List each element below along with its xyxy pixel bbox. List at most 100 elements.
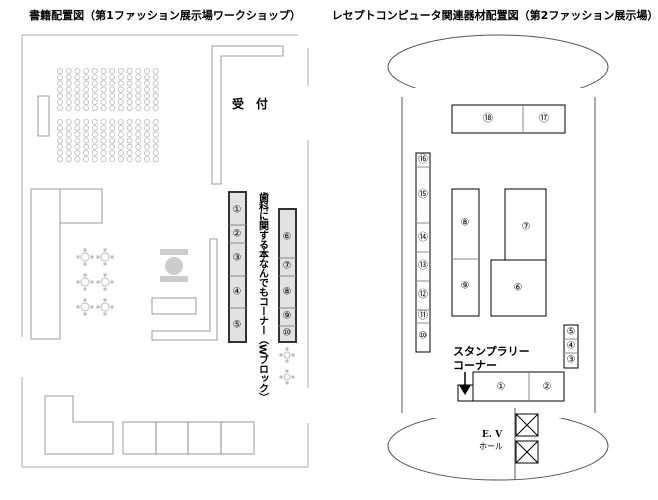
seat — [126, 80, 133, 87]
seat — [74, 119, 81, 126]
bottom-l-counter — [44, 395, 114, 455]
seat — [117, 149, 124, 156]
seat — [152, 74, 159, 81]
seat — [109, 125, 116, 132]
chair — [83, 262, 87, 266]
seat — [143, 149, 150, 156]
seat — [65, 125, 72, 132]
left-booth-10: ⑩ — [283, 328, 292, 339]
seat — [74, 137, 81, 144]
right-booths — [415, 104, 579, 402]
chair — [76, 305, 80, 309]
seat — [117, 74, 124, 81]
seat — [126, 125, 133, 132]
hall-walls — [401, 97, 596, 413]
seat — [100, 74, 107, 81]
seat — [135, 74, 142, 81]
audience-seats — [57, 68, 159, 163]
seat — [65, 86, 72, 93]
seat — [135, 86, 142, 93]
seat — [83, 143, 90, 150]
chair — [103, 248, 107, 252]
seat — [74, 92, 81, 99]
seat — [83, 131, 90, 138]
seat — [65, 131, 72, 138]
seat — [126, 143, 133, 150]
round-tables — [76, 248, 114, 316]
table — [80, 277, 90, 287]
seat — [91, 74, 98, 81]
chair — [96, 280, 100, 284]
seat — [143, 74, 150, 81]
table — [80, 252, 90, 262]
seat — [65, 149, 72, 156]
seat — [65, 74, 72, 81]
chair — [83, 248, 87, 252]
left-booth-9: ⑨ — [283, 311, 292, 322]
left-booth-4: ④ — [233, 287, 242, 298]
seat — [57, 105, 64, 112]
seat — [143, 80, 150, 87]
seat — [83, 105, 90, 112]
seat — [152, 131, 159, 138]
seat — [65, 119, 72, 126]
seat — [126, 105, 133, 112]
chair — [83, 298, 87, 302]
chair — [83, 287, 87, 291]
seat — [126, 156, 133, 163]
counter-top — [59, 188, 103, 224]
seat — [91, 99, 98, 106]
chair — [103, 273, 107, 277]
right-booth-4: ④ — [567, 341, 576, 352]
right-booth-18: ⑱ — [483, 113, 493, 125]
chair — [110, 255, 114, 259]
seat — [143, 125, 150, 132]
seat — [135, 119, 142, 126]
seat — [74, 131, 81, 138]
chair — [83, 312, 87, 316]
seat — [109, 80, 116, 87]
seat — [152, 149, 159, 156]
chair — [90, 255, 94, 259]
booth-column-b — [278, 208, 297, 343]
seat — [117, 119, 124, 126]
right-booth-1: ① — [497, 382, 506, 393]
right-booth-8: ⑧ — [461, 218, 470, 229]
stamp-rally-label-2: コーナー — [453, 359, 497, 372]
left-floor-plan: 書籍配置図（第1ファッション展示場ワークショップ） 受 付 ①②③④⑤⑥⑦⑧⑨⑩… — [21, 8, 309, 468]
seat — [91, 68, 98, 75]
chair — [291, 353, 295, 357]
seat — [143, 131, 150, 138]
seat — [65, 137, 72, 144]
reception-label: 受 付 — [232, 96, 268, 111]
seat — [91, 80, 98, 87]
seat — [83, 86, 90, 93]
right-booth-15: ⑮ — [418, 189, 428, 201]
left-booth-2: ② — [233, 229, 242, 240]
seat — [91, 137, 98, 144]
ev-hall-label: ホール — [479, 442, 503, 451]
seat — [135, 99, 142, 106]
seat — [57, 143, 64, 150]
chair — [279, 353, 283, 357]
seat — [109, 92, 116, 99]
desk — [151, 297, 197, 315]
seat — [143, 156, 150, 163]
seat — [100, 149, 107, 156]
seat — [152, 105, 159, 112]
right-booth-7: ⑦ — [522, 222, 531, 233]
right-booth-17: ⑰ — [539, 113, 549, 125]
seat — [135, 125, 142, 132]
seat — [91, 86, 98, 93]
left-booth-8: ⑧ — [283, 287, 292, 298]
seat — [65, 156, 72, 163]
seat — [100, 68, 107, 75]
seat — [135, 92, 142, 99]
table — [100, 302, 110, 312]
seat — [143, 86, 150, 93]
seat — [152, 80, 159, 87]
seat — [117, 125, 124, 132]
seat — [83, 119, 90, 126]
